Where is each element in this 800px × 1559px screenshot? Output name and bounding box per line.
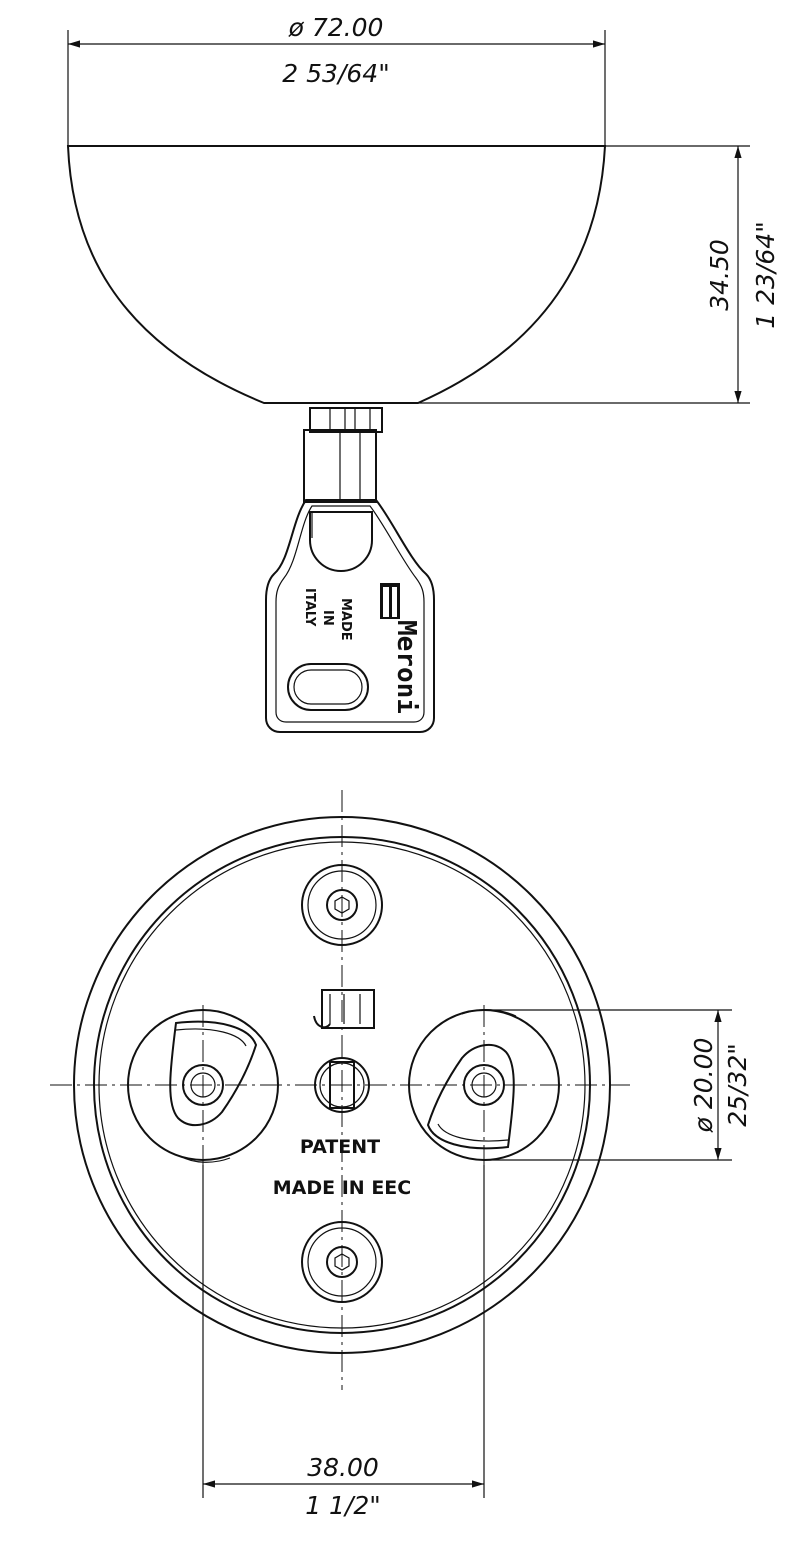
key-brand: Meroni: [391, 620, 421, 714]
key-made-line-3: ITALY: [302, 588, 317, 627]
key-shaft: [303, 407, 383, 503]
key-head: Meroni MADE IN ITALY: [265, 499, 435, 733]
bowl-height-in: 1 23/64": [751, 221, 780, 328]
hole-spacing-mm: 38.00: [307, 1453, 379, 1482]
central-slot: [314, 1057, 370, 1113]
hole-diameter-mm: ø 20.00: [689, 1038, 718, 1134]
brand-logo-icon: [380, 583, 400, 619]
hole-spacing-in: 1 1/2": [305, 1491, 381, 1520]
bowl-height-mm: 34.50: [705, 239, 734, 311]
finger-hole: [287, 663, 369, 711]
bowl-diameter-mm: ø 72.00: [288, 13, 384, 42]
stamp-line-1: PATENT: [300, 1136, 380, 1158]
screw-boss-bottom: [301, 1221, 383, 1303]
hole-diameter-in: 25/32": [723, 1043, 752, 1127]
bottom-view: PATENT MADE IN EEC ø 20.00 25/32" 38.00 …: [50, 790, 752, 1520]
side-view: ø 72.00 2 53/64" 34.50 1 23/64": [66, 13, 780, 733]
embossed-logo-icon: [313, 989, 375, 1029]
bowl-diameter-in: 2 53/64": [282, 59, 389, 88]
key-made-line-1: MADE: [338, 598, 353, 641]
mounting-hole-left: [127, 1009, 279, 1163]
outer-rim: [73, 816, 611, 1354]
bowl-body: [66, 145, 607, 404]
screw-boss-top: [301, 864, 383, 946]
key-made-line-2: IN: [320, 610, 335, 626]
stamp-line-2: MADE IN EEC: [273, 1177, 411, 1199]
